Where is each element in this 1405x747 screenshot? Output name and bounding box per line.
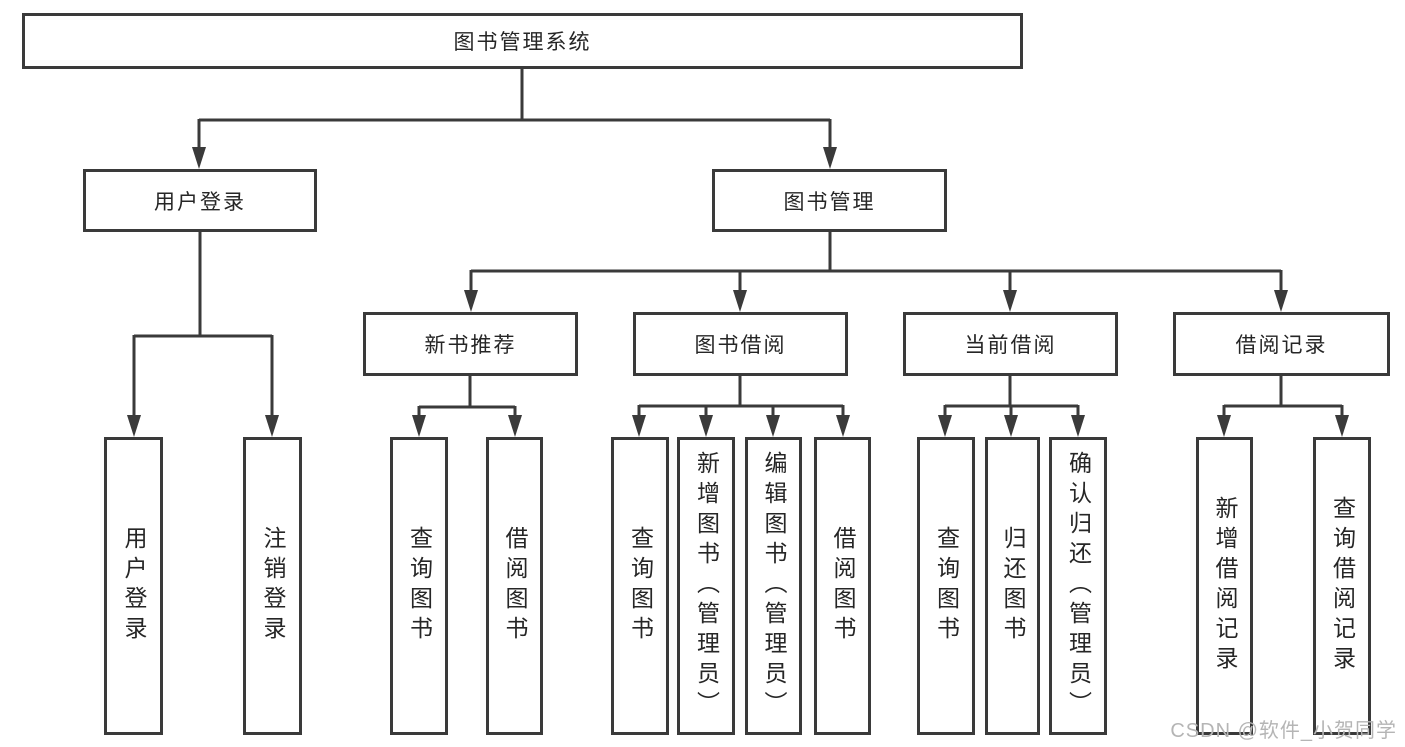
leaf-query-borrow-record: 查询借阅记录	[1313, 437, 1371, 735]
leaf-user-login: 用户登录	[104, 437, 163, 735]
leaf-return-books: 归还图书	[985, 437, 1040, 735]
leaf-logout: 注销登录	[243, 437, 302, 735]
leaf-confirm-return-admin: 确认归还（管理员）	[1049, 437, 1107, 735]
node-user-login: 用户登录	[83, 169, 317, 232]
node-library-management-system: 图书管理系统	[22, 13, 1023, 69]
node-new-book-recommendation: 新书推荐	[363, 312, 578, 376]
leaf-borrow-books-recommend: 借阅图书	[486, 437, 543, 735]
leaf-edit-book-admin: 编辑图书（管理员）	[745, 437, 802, 735]
leaf-query-books-current: 查询图书	[917, 437, 975, 735]
node-book-borrowing: 图书借阅	[633, 312, 848, 376]
csdn-watermark: CSDN @软件_小贺同学	[1170, 720, 1397, 742]
leaf-add-book-admin: 新增图书（管理员）	[677, 437, 735, 735]
node-book-management: 图书管理	[712, 169, 947, 232]
leaf-query-books-recommend: 查询图书	[390, 437, 448, 735]
node-current-borrowing: 当前借阅	[903, 312, 1118, 376]
leaf-query-books-borrowing: 查询图书	[611, 437, 669, 735]
leaf-borrow-books-borrowing: 借阅图书	[814, 437, 871, 735]
leaf-add-borrow-record: 新增借阅记录	[1196, 437, 1253, 735]
node-borrowing-records: 借阅记录	[1173, 312, 1390, 376]
